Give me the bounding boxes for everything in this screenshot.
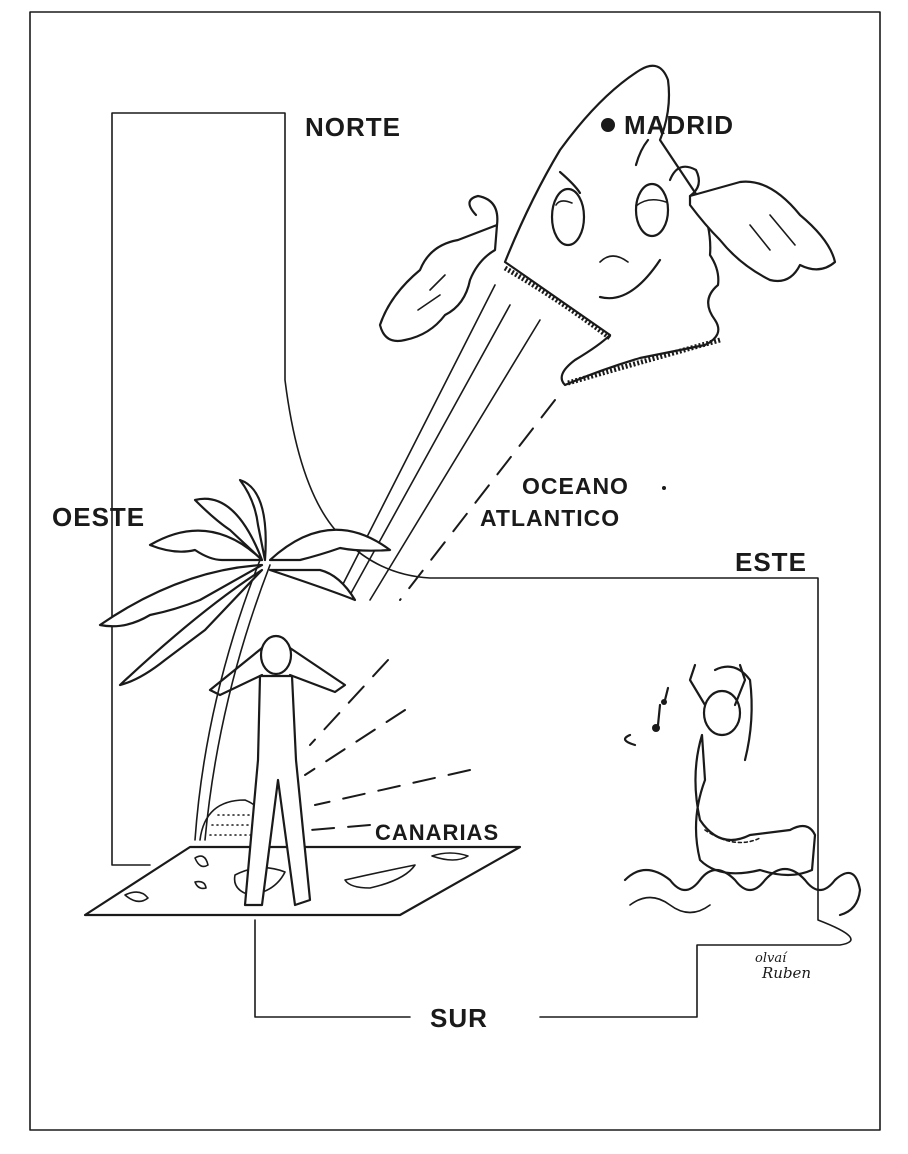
compass-boundary: [111, 112, 852, 1018]
palm-tree: [98, 478, 392, 841]
person-right-arm: [288, 646, 347, 694]
mermaid-arms: [688, 663, 747, 707]
music-note-icon: [663, 686, 670, 702]
palm-leaf: [238, 478, 267, 562]
palm-trunk: [194, 559, 261, 841]
left-eye-lid: [555, 200, 573, 206]
label-madrid: MADRID: [624, 110, 734, 140]
palm-leaf: [193, 497, 264, 562]
mermaid-body: [694, 733, 817, 877]
smile: [598, 258, 662, 300]
mermaid-hair: [713, 665, 753, 762]
island-4: [344, 864, 416, 889]
music-note-icon: [623, 703, 662, 747]
music-note-icon: [652, 724, 660, 732]
person-body: [243, 674, 312, 907]
mermaid-figure: [623, 663, 817, 877]
music-note-icon: [661, 699, 667, 705]
island-6: [194, 880, 207, 890]
label-north: NORTE: [305, 112, 401, 142]
ocean-dot: [662, 486, 666, 490]
person-figure: [208, 634, 347, 907]
signal-rays: [304, 284, 556, 831]
label-ocean-line2: ATLANTICO: [480, 505, 620, 531]
palm-leaf: [118, 568, 264, 687]
palm-leaf: [98, 563, 264, 628]
right-eye-lid: [635, 198, 667, 207]
person-left-arm: [208, 646, 264, 697]
madrid-dot: [601, 118, 615, 132]
artist-signature-top: olvaí: [755, 951, 788, 966]
left-hand-fingers: [417, 274, 446, 311]
label-south: SUR: [430, 1003, 488, 1033]
person-head: [259, 634, 293, 676]
right-hand-fingers: [749, 214, 796, 251]
mermaid-scales: [704, 829, 761, 844]
label-east: ESTE: [735, 547, 807, 577]
island-2: [124, 891, 149, 903]
palm-leaf: [148, 529, 264, 562]
palm-trunk-back: [204, 564, 271, 841]
palm-leaf: [268, 528, 392, 562]
island-1: [194, 855, 209, 868]
nose: [599, 255, 629, 263]
left-eyebrow: [558, 170, 582, 195]
island-5: [431, 852, 469, 861]
mermaid-head: [702, 689, 742, 737]
label-canarias: CANARIAS: [375, 820, 499, 845]
left-eye: [550, 187, 586, 247]
right-eye: [634, 182, 670, 238]
spain-coast-shading: [503, 265, 721, 386]
ocean-waves: [629, 896, 711, 914]
right-eyebrow: [634, 138, 650, 167]
spain-map-outline: [503, 64, 720, 387]
left-hand: [378, 223, 499, 343]
right-ear: [668, 165, 701, 198]
label-west: OESTE: [52, 502, 145, 532]
palm-leaf: [268, 568, 357, 602]
outer-frame: [29, 11, 881, 1131]
ocean-waves: [623, 867, 862, 917]
left-ear: [468, 194, 499, 227]
right-hand: [688, 180, 837, 283]
artist-signature-name: Ruben: [761, 964, 811, 982]
label-ocean-line1: OCEANO: [522, 473, 629, 499]
spain-face-character: [378, 64, 837, 387]
